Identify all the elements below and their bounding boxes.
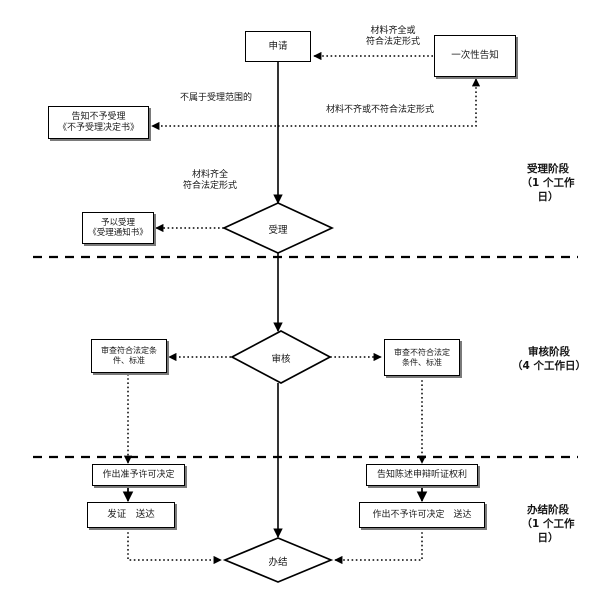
node-decide-deny-line-0: 作出不予许可决定 送达	[372, 509, 472, 520]
node-notice-reject-line-0: 告知不予受理	[71, 111, 126, 122]
stage-closing: 办结阶段 （1 个工作 日）	[508, 503, 588, 546]
label-materials-complete-legal-line-1: 符合法定形式	[182, 181, 237, 192]
stage-closing-line-2: 日）	[537, 532, 559, 545]
node-complete-line-0: 办结	[268, 557, 288, 568]
node-notice-rights[interactable]: 告知陈述申辩听证权利	[366, 464, 478, 486]
diamond-complete	[222, 537, 334, 583]
stage-acceptance-line-0: 受理阶段	[527, 163, 569, 175]
node-review-conform[interactable]: 审查符合法定条 件、标准	[91, 339, 167, 373]
edge-issue-to-complete	[127, 528, 222, 565]
node-review-conform-line-1: 件、标准	[113, 356, 145, 365]
node-accept-grant[interactable]: 予以受理 《受理通知书》	[82, 212, 154, 244]
label-materials-complete-legal: 材料齐全 符合法定形式	[155, 170, 265, 193]
label-not-in-scope: 不属于受理范围的	[161, 93, 271, 104]
node-one-time-notice-line-0: 一次性告知	[451, 50, 499, 62]
label-materials-complete-or-legal-line-1: 符合法定形式	[365, 37, 420, 48]
node-review-conform-line-0: 审查符合法定条	[101, 346, 157, 356]
edge-apply-to-notice	[278, 78, 481, 127]
node-decide-approve-line-0: 作出准予许可决定	[102, 469, 175, 480]
node-accept-line-0: 受理	[268, 225, 288, 236]
diamond-review-label: 审核	[251, 351, 311, 365]
node-review-noconform-line-1: 条件、标准	[402, 357, 442, 367]
diamond-accept-label: 受理	[248, 222, 308, 236]
diamond-review	[230, 330, 332, 384]
diamond-complete-label: 办结	[248, 554, 308, 568]
label-materials-incomplete: 材料不齐或不符合法定形式	[300, 105, 460, 116]
label-materials-complete-or-legal: 材料齐全或 符合法定形式	[338, 26, 448, 49]
label-not-in-scope-line-0: 不属于受理范围的	[179, 93, 252, 103]
stage-acceptance-line-2: 日）	[537, 191, 559, 204]
node-accept-grant-line-1: 《受理通知书》	[88, 228, 148, 238]
edge-deny-to-complete	[334, 528, 423, 565]
stage-closing-line-0: 办结阶段	[527, 504, 569, 516]
node-one-time-notice[interactable]: 一次性告知	[434, 35, 516, 77]
node-review-noconform[interactable]: 审查不符合法定 条件、标准	[384, 339, 460, 376]
node-decide-deny[interactable]: 作出不予许可决定 送达	[359, 502, 485, 528]
node-apply-line-0: 申请	[268, 40, 288, 52]
label-materials-incomplete-line-0: 材料不齐或不符合法定形式	[325, 105, 434, 115]
node-issue-deliver[interactable]: 发证 送达	[87, 502, 175, 528]
label-materials-complete-legal-line-0: 材料齐全	[191, 170, 228, 180]
node-notice-rights-line-0: 告知陈述申辩听证权利	[376, 469, 467, 480]
stage-acceptance: 受理阶段 （1 个工作 日）	[508, 162, 588, 205]
stage-closing-line-1: （1 个工作	[521, 518, 575, 531]
label-materials-complete-or-legal-line-0: 材料齐全或	[370, 26, 416, 36]
stage-review-line-0: 审核阶段	[528, 346, 570, 358]
stage-review-line-1: （4 个工作日）	[512, 360, 586, 373]
stage-acceptance-line-1: （1 个工作	[521, 177, 575, 190]
node-review-line-0: 审核	[271, 354, 291, 365]
diamond-accept	[221, 202, 335, 254]
node-review-noconform-line-0: 审查不符合法定	[394, 347, 450, 357]
node-accept-grant-line-0: 予以受理	[100, 217, 135, 228]
node-issue-deliver-line-0: 发证 送达	[107, 509, 155, 521]
node-decide-approve[interactable]: 作出准予许可决定	[92, 464, 185, 486]
node-notice-reject-line-1: 《不予受理决定书》	[57, 122, 139, 133]
node-apply[interactable]: 申请	[245, 31, 311, 62]
node-notice-reject[interactable]: 告知不予受理 《不予受理决定书》	[48, 106, 149, 139]
stage-review: 审核阶段 （4 个工作日）	[503, 345, 595, 373]
